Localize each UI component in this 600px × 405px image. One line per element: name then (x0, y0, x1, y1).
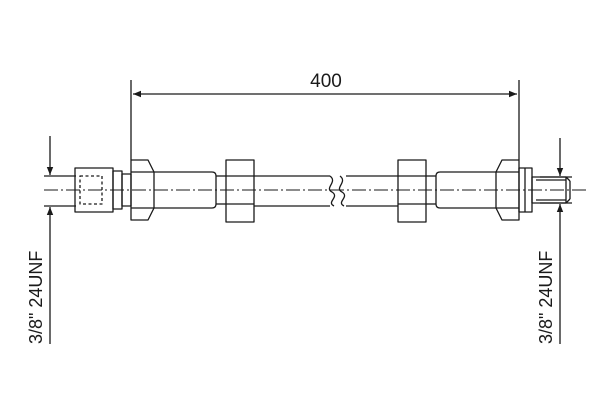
left-thread-dimension (44, 136, 76, 344)
left-clamp-block (225, 159, 255, 223)
left-thread-label: 3/8" 24UNF (26, 251, 46, 344)
hose-break-left (328, 175, 336, 207)
right-thread-label: 3/8" 24UNF (536, 251, 556, 344)
right-stud-chamfer-bottom (565, 198, 571, 204)
hose-break-right (338, 175, 346, 207)
right-clamp-block (397, 159, 427, 223)
length-dimension-label: 400 (310, 71, 342, 92)
right-clamp-body (397, 159, 427, 223)
hose-body (254, 175, 398, 207)
length-dimension (130, 80, 520, 160)
right-thread-dimension (540, 138, 572, 344)
left-clamp-body (225, 159, 255, 223)
right-stud-chamfer-top (565, 176, 571, 182)
